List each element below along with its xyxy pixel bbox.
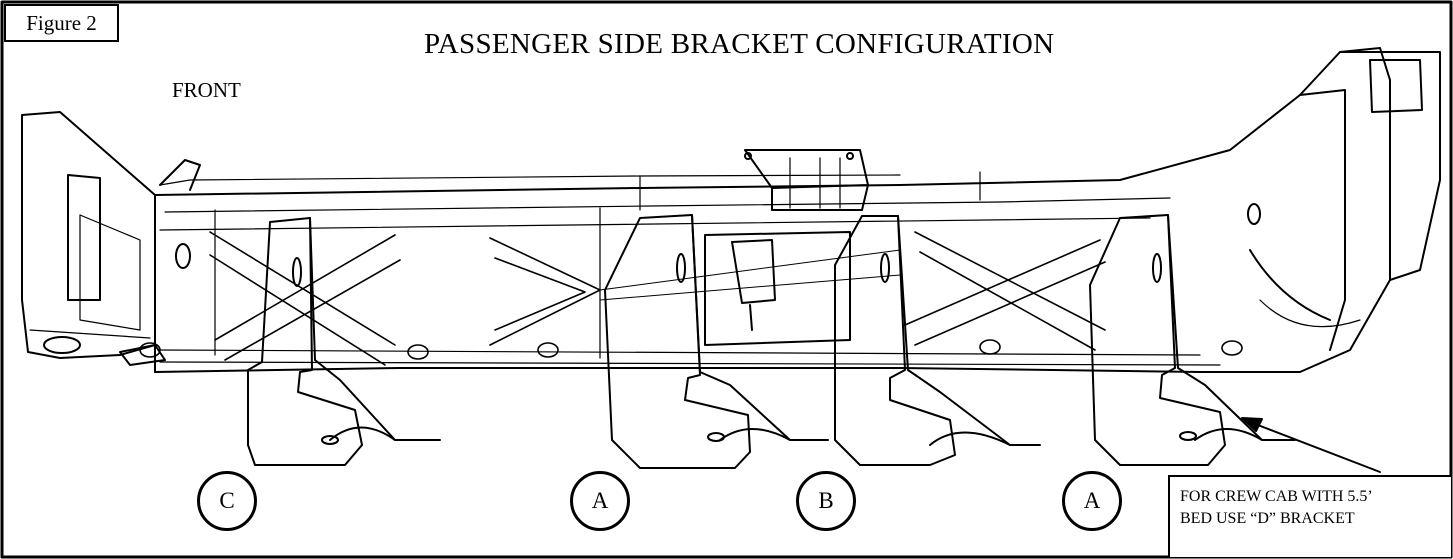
- front-label: FRONT: [172, 78, 241, 102]
- cross-braces: [209, 231, 1106, 366]
- callout-bracket-b: B: [796, 471, 856, 531]
- rear-box: [1249, 51, 1441, 351]
- bracket-a-rear: [1089, 214, 1296, 466]
- front-end-cap: [21, 111, 166, 366]
- bracket-b: [834, 215, 1041, 466]
- note-line-2: BED USE “D” BRACKET: [1180, 510, 1355, 527]
- frame-rail: [154, 47, 1391, 373]
- diagram-title: PASSENGER SIDE BRACKET CONFIGURATION: [424, 28, 1055, 60]
- callout-bracket-c: C: [197, 471, 257, 531]
- note-line-1: FOR CREW CAB WITH 5.5’: [1180, 488, 1373, 505]
- note-leader-arrow: [1241, 417, 1381, 473]
- crew-cab-note: FOR CREW CAB WITH 5.5’ BED USE “D” BRACK…: [1168, 475, 1451, 557]
- center-block: [704, 231, 851, 346]
- bracket-a-front: [604, 214, 829, 469]
- mounting-bolts: [139, 339, 1243, 360]
- callout-bracket-a-front: A: [570, 471, 630, 531]
- bracket-c: [247, 217, 441, 466]
- callout-bracket-a-rear: A: [1062, 471, 1122, 531]
- figure-label: Figure 2: [4, 4, 119, 42]
